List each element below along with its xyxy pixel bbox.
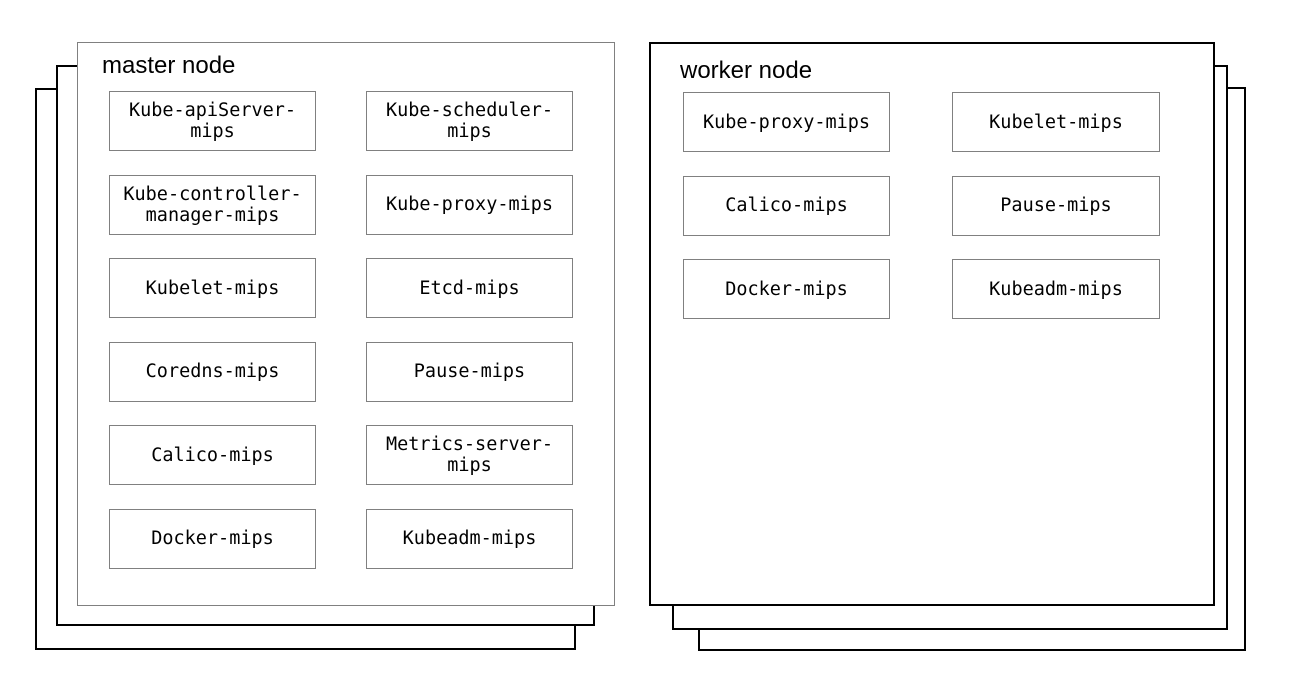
master-component-kubelet-mips: Kubelet-mips <box>109 258 316 318</box>
worker-component-docker-mips: Docker-mips <box>683 259 890 319</box>
worker-component-kubelet-mips: Kubelet-mips <box>952 92 1160 152</box>
worker-component-calico-mips: Calico-mips <box>683 175 890 236</box>
master-component-kube-proxy-mips: Kube-proxy-mips <box>366 174 573 235</box>
worker-node-panel: worker node Kube-proxy-mips Kubelet-mips… <box>649 42 1215 606</box>
master-node-panel: master node Kube-apiServer-mips Kube-sch… <box>77 42 615 606</box>
master-components-grid: Kube-apiServer-mips Kube-scheduler-mips … <box>109 91 573 569</box>
worker-components-grid: Kube-proxy-mips Kubelet-mips Calico-mips… <box>683 92 1160 319</box>
worker-component-pause-mips: Pause-mips <box>952 175 1160 236</box>
master-component-pause-mips: Pause-mips <box>366 341 573 402</box>
master-node-title: master node <box>102 52 236 79</box>
worker-component-kubeadm-mips: Kubeadm-mips <box>952 259 1160 319</box>
worker-component-kube-proxy-mips: Kube-proxy-mips <box>683 92 890 152</box>
master-component-coredns-mips: Coredns-mips <box>109 341 316 402</box>
master-component-kube-scheduler-mips: Kube-scheduler-mips <box>366 91 573 151</box>
master-component-kube-controller-manager-mips: Kube-controller-manager-mips <box>109 174 316 235</box>
worker-node-title: worker node <box>680 57 813 84</box>
master-component-metrics-server-mips: Metrics-server-mips <box>366 425 573 485</box>
master-component-calico-mips: Calico-mips <box>109 425 316 485</box>
master-component-etcd-mips: Etcd-mips <box>366 258 573 318</box>
master-component-kubeadm-mips: Kubeadm-mips <box>366 508 573 569</box>
master-component-kube-apiserver-mips: Kube-apiServer-mips <box>109 91 316 151</box>
master-component-docker-mips: Docker-mips <box>109 508 316 569</box>
